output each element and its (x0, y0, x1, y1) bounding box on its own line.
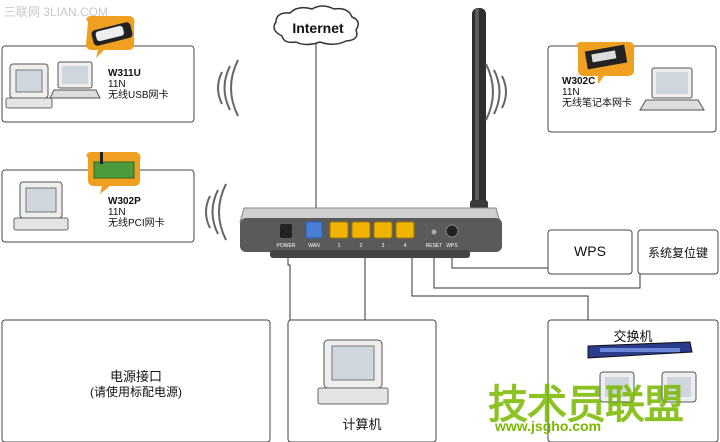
reset-button (431, 229, 437, 235)
lan-port (395, 221, 415, 239)
desktop-computer-icon (13, 181, 69, 231)
device-spec: 11N (108, 207, 126, 218)
power-callout-box (1, 319, 271, 442)
wps-port-label: WPS (446, 243, 458, 249)
lan-port (351, 221, 371, 239)
wireless-signal-icon (217, 59, 239, 117)
usb-device-label: W311U 11N 无线USB网卡 (108, 68, 169, 101)
device-model: W302P (108, 196, 141, 207)
lan-port-label: 4 (404, 243, 407, 249)
lan-switch-line (411, 250, 589, 320)
internet-label: Internet (292, 20, 344, 36)
pci-device-label: W302P 11N 无线PCI网卡 (108, 196, 165, 229)
card-device-label: W302C 11N 无线笔记本网卡 (562, 76, 632, 109)
device-model: W302C (562, 76, 596, 87)
connection-lines (287, 44, 641, 320)
device-model: W311U (108, 68, 141, 79)
reset-callout-label: 系统复位键 (647, 246, 708, 260)
power-callout-title: 电源接口 (109, 369, 162, 384)
wan-port (305, 221, 323, 239)
pci-adapter-icon (86, 152, 141, 194)
lan-port-label: 1 (338, 243, 341, 249)
site-logo: 技术员联盟 (488, 382, 684, 428)
wps-callout-label: WPS (574, 243, 606, 259)
switch-callout-label: 交换机 (613, 329, 653, 344)
wan-port-label: WAN (308, 243, 320, 249)
computer-callout-label: 计算机 (342, 417, 382, 432)
internet-cloud-icon (273, 5, 359, 46)
device-desc: 无线USB网卡 (108, 90, 169, 101)
desktop-computer-icon (5, 63, 53, 109)
device-spec: 11N (562, 87, 580, 98)
power-line (287, 250, 291, 320)
usb-adapter-icon (86, 16, 135, 58)
wireless-signal-icon (205, 183, 227, 241)
antenna-icon (470, 8, 488, 230)
wps-button (445, 224, 459, 238)
reset-callout-box (637, 229, 719, 275)
reset-line (433, 248, 641, 289)
device-desc: 无线PCI网卡 (108, 218, 165, 229)
device-desc: 无线笔记本网卡 (562, 98, 632, 109)
router-icon (239, 207, 502, 258)
notebook-card-icon (576, 42, 635, 84)
power-port (280, 224, 292, 238)
laptop-icon (49, 61, 101, 99)
lan-port (329, 221, 349, 239)
lan-port-label: 3 (382, 243, 385, 249)
desktop-computer-icon (661, 371, 697, 403)
site-watermark: 三联网 3LIAN.COM (4, 5, 109, 19)
wps-callout-box (547, 229, 633, 275)
laptop-icon (639, 67, 705, 111)
power-port-label: POWER (277, 243, 296, 249)
desktop-computer-icon (599, 371, 635, 403)
desktop-computer-icon (317, 339, 389, 405)
site-logo-url: www.jsgho.com (495, 418, 602, 434)
device-spec: 11N (108, 79, 126, 90)
lan-port (373, 221, 393, 239)
power-callout-note: (请使用标配电源) (90, 385, 182, 399)
wireless-signal-icon (485, 63, 507, 121)
reset-port-label: RESET (426, 243, 443, 249)
network-switch-icon (587, 341, 693, 359)
lan-port-label: 2 (360, 243, 363, 249)
